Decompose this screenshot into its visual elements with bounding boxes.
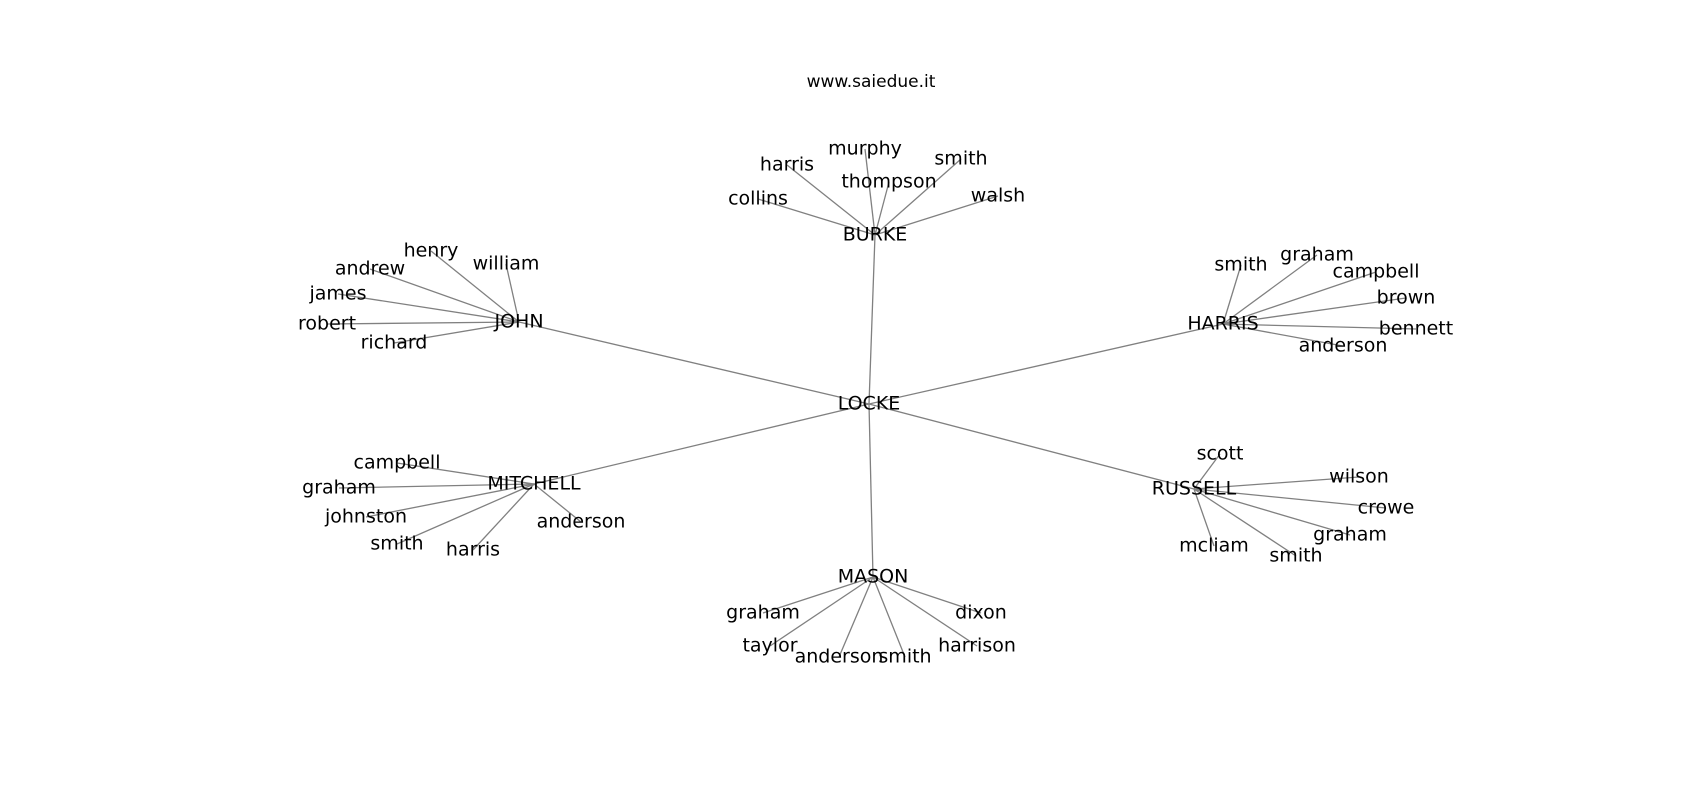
leaf-node-burke-murphy: murphy [828, 138, 902, 160]
leaf-node-burke-harris: harris [760, 154, 814, 176]
edge-harris-brown [1222, 297, 1407, 325]
edge-john-william [505, 263, 520, 323]
edge-mitchell-campbell [396, 462, 535, 485]
leaf-node-russell-graham: graham [1313, 524, 1387, 546]
edge-harris-graham [1222, 254, 1318, 325]
edge-burke-thompson [874, 181, 890, 236]
leaf-node-john-robert: robert [298, 313, 356, 335]
edge-burke-murphy [864, 148, 876, 236]
group-node-mitchell: MITCHELL [487, 473, 581, 495]
edge-john-andrew [369, 268, 520, 323]
node-labels-layer: LOCKEBURKEcollinsharrismurphythompsonsmi… [298, 138, 1453, 668]
leaf-node-harris-smith: smith [1214, 254, 1267, 276]
root-node-label: LOCKE [838, 393, 901, 415]
leaf-node-john-andrew: andrew [335, 258, 405, 280]
group-node-mason: MASON [838, 566, 909, 588]
leaf-node-mason-anderson: anderson [795, 646, 884, 668]
edge-locke-russell [868, 403, 1195, 490]
leaf-node-burke-thompson: thompson [841, 171, 936, 193]
leaf-node-john-james: james [308, 283, 366, 305]
leaf-node-mason-graham: graham [726, 602, 800, 624]
leaf-node-harris-graham: graham [1280, 244, 1354, 266]
edge-mason-smith [872, 576, 906, 658]
edge-burke-harris [786, 164, 876, 236]
graph-title: www.saiedue.it [807, 72, 936, 92]
edge-burke-smith [874, 158, 962, 236]
leaf-node-russell-scott: scott [1197, 443, 1244, 465]
edge-mason-dixon [872, 576, 982, 614]
edge-mitchell-johnston [365, 483, 535, 518]
edge-locke-burke [868, 234, 876, 405]
edge-locke-mitchell [533, 403, 870, 485]
leaf-node-harris-bennett: bennett [1379, 318, 1453, 340]
edge-burke-walsh [874, 195, 999, 236]
leaf-node-russell-wilson: wilson [1329, 466, 1389, 488]
edges-layer [326, 148, 1417, 658]
leaf-node-john-william: william [473, 253, 540, 275]
edge-burke-collins [757, 198, 876, 236]
edge-john-james [337, 293, 520, 323]
edge-harris-anderson [1222, 323, 1344, 347]
edge-mitchell-graham [338, 483, 535, 489]
edge-mitchell-smith [396, 483, 535, 545]
edge-harris-smith [1222, 264, 1242, 325]
group-node-harris: HARRIS [1187, 313, 1258, 335]
edge-mason-graham [762, 576, 874, 614]
edge-russell-wilson [1193, 476, 1360, 490]
leaf-node-burke-walsh: walsh [971, 185, 1025, 207]
edge-russell-mcliam [1193, 488, 1215, 547]
leaf-node-mason-smith: smith [878, 646, 931, 668]
leaf-node-mason-dixon: dixon [955, 602, 1007, 624]
edge-john-robert [326, 321, 520, 325]
leaf-node-mason-harrison: harrison [938, 635, 1016, 657]
edge-mitchell-harris [472, 483, 535, 551]
leaf-node-mitchell-smith: smith [370, 533, 423, 555]
leaf-node-john-henry: henry [404, 240, 459, 262]
leaf-node-burke-smith: smith [934, 148, 987, 170]
edge-locke-mason [868, 403, 874, 578]
leaf-node-russell-crowe: crowe [1358, 497, 1415, 519]
group-node-john: JOHN [493, 311, 543, 333]
group-node-burke: BURKE [843, 224, 908, 246]
leaf-node-mitchell-campbell: campbell [354, 452, 441, 474]
leaf-node-mitchell-johnston: johnston [324, 506, 407, 528]
group-node-russell: RUSSELL [1152, 478, 1237, 500]
leaf-node-harris-anderson: anderson [1299, 335, 1388, 357]
leaf-node-john-richard: richard [361, 332, 428, 354]
edge-russell-graham [1193, 488, 1351, 536]
edge-john-richard [393, 321, 520, 344]
edge-harris-campbell [1222, 271, 1377, 325]
leaf-node-russell-smith: smith [1269, 545, 1322, 567]
leaf-node-mitchell-graham: graham [302, 477, 376, 499]
edge-locke-harris [868, 323, 1224, 405]
leaf-node-burke-collins: collins [728, 188, 788, 210]
edge-russell-smith [1193, 488, 1297, 557]
edge-mason-taylor [769, 576, 874, 647]
leaf-node-mitchell-harris: harris [446, 539, 500, 561]
edge-mason-harrison [872, 576, 978, 647]
leaf-node-mason-taylor: taylor [742, 635, 797, 657]
edge-mitchell-anderson [533, 483, 582, 523]
leaf-node-mitchell-anderson: anderson [537, 511, 626, 533]
edge-russell-scott [1193, 453, 1221, 490]
leaf-node-harris-brown: brown [1377, 287, 1436, 309]
edge-locke-john [518, 321, 870, 405]
edge-mason-anderson [838, 576, 874, 658]
leaf-node-russell-mcliam: mcliam [1179, 535, 1249, 557]
edge-harris-bennett [1222, 323, 1417, 330]
leaf-node-harris-campbell: campbell [1333, 261, 1420, 283]
edge-john-henry [430, 250, 520, 323]
edge-russell-crowe [1193, 488, 1387, 509]
